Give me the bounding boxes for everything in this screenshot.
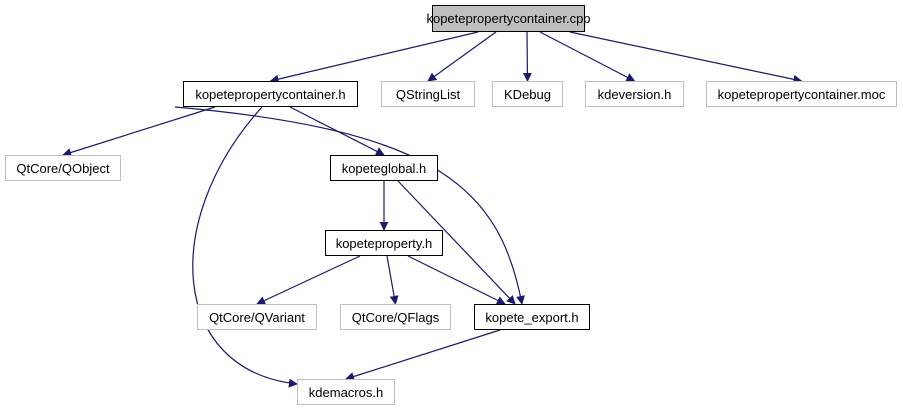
edge-root-to-kdeversion	[539, 31, 636, 82]
node-label: KDebug	[504, 86, 551, 102]
node-label: QtCore/QVariant	[209, 309, 305, 325]
node-kdebug[interactable]: KDebug	[492, 81, 563, 107]
node-label: kopetepropertycontainer.h	[195, 86, 346, 102]
edge-root-to-container_h	[269, 31, 479, 84]
node-qtcore-qvariant[interactable]: QtCore/QVariant	[197, 304, 317, 330]
edge-property_h-to-qvariant	[256, 255, 361, 305]
node-qtcore-qobject[interactable]: QtCore/QObject	[5, 155, 121, 181]
edge-root-to-qstringlist	[427, 31, 497, 82]
edge-root-to-kdebug	[522, 31, 532, 82]
node-label: kopetepropertycontainer.moc	[717, 86, 886, 102]
edge-property_h-to-export_h	[407, 255, 506, 305]
node-qtcore-qflags[interactable]: QtCore/QFlags	[340, 304, 451, 330]
node-kopeteglobal-h[interactable]: kopeteglobal.h	[330, 155, 438, 181]
node-label: kdemacros.h	[308, 384, 384, 400]
edge-container_h-to-export_h	[174, 106, 525, 305]
node-label: QStringList	[395, 86, 461, 102]
node-label: kopetepropertycontainer.cpp	[426, 11, 591, 26]
edge-container_h-to-qobject	[62, 106, 216, 157]
edge-property_h-to-qflags	[386, 255, 399, 305]
node-label: kdeversion.h	[597, 86, 672, 102]
node-label: QtCore/QFlags	[351, 309, 440, 325]
node-label: QtCore/QObject	[16, 160, 110, 176]
node-label: kopeteglobal.h	[341, 160, 427, 176]
node-kopete-export-h[interactable]: kopete_export.h	[474, 304, 590, 330]
edge-export_h-to-kdemacros	[345, 329, 501, 381]
node-qstringlist[interactable]: QStringList	[381, 81, 475, 107]
node-kopetepropertycontainer-moc[interactable]: kopetepropertycontainer.moc	[706, 81, 897, 107]
node-label: kopete_export.h	[485, 309, 579, 325]
node-kopetepropertycontainer-h[interactable]: kopetepropertycontainer.h	[183, 81, 358, 107]
edge-global_h-to-export_h	[397, 180, 516, 305]
node-kopetepropertycontainer-cpp[interactable]: kopetepropertycontainer.cpp	[426, 5, 591, 32]
node-kdemacros-h[interactable]: kdemacros.h	[297, 379, 395, 405]
edge-container_h-to-kdemacros	[192, 106, 298, 388]
node-label: kopeteproperty.h	[335, 235, 433, 251]
node-kopeteproperty-h[interactable]: kopeteproperty.h	[325, 230, 443, 256]
node-kdeversion-h[interactable]: kdeversion.h	[585, 81, 684, 107]
edge-root-to-moc	[569, 31, 803, 84]
